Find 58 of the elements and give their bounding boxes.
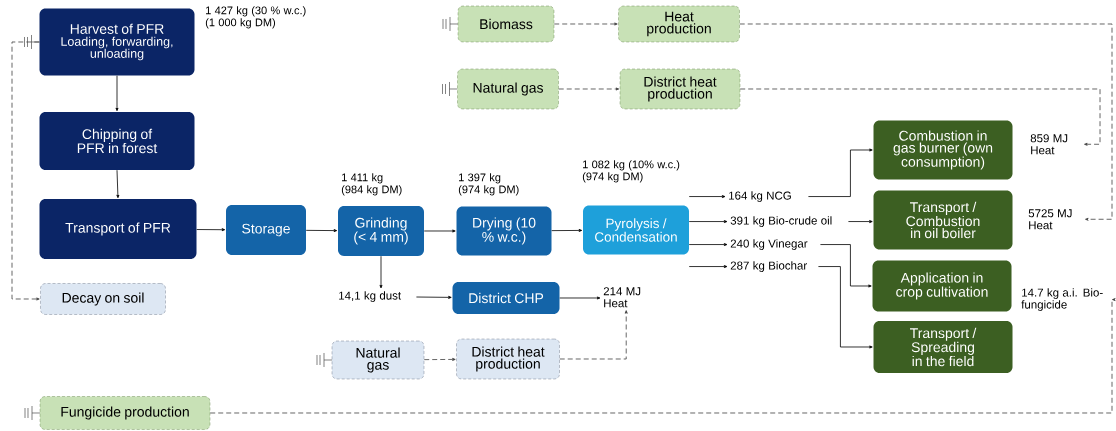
arrow [688, 243, 728, 247]
arrow [559, 296, 601, 300]
process-box: Biomass [457, 5, 555, 43]
flow-label: 5725 MJ Heat [1028, 209, 1072, 230]
process-box: Chipping of PFR in forest [39, 112, 195, 170]
arrow [115, 75, 119, 112]
arrow [116, 169, 120, 199]
process-box: Heat production [618, 5, 740, 43]
process-box: Natural gas [457, 68, 559, 110]
process-box: Harvest of PFR Loading, forwarding, unloading [39, 8, 195, 76]
arrow [423, 229, 456, 233]
arrow [808, 148, 873, 197]
arrow [820, 244, 872, 288]
arrow [379, 255, 383, 289]
process-box: Grinding (< 4 mm) [338, 206, 424, 256]
process-box: Pyrolysis / Condensation [583, 205, 689, 255]
flow-label: 214 MJ Heat [603, 287, 641, 308]
flow-label: 240 kg Vinegar [730, 239, 808, 250]
process-box: District CHP [452, 282, 560, 314]
arrow [739, 88, 1101, 146]
arrow [818, 266, 873, 349]
arrow [688, 265, 728, 269]
process-box: Decay on soil [40, 283, 166, 315]
flow-label: 287 kg Biochar [730, 261, 807, 272]
arrow [209, 298, 1116, 414]
arrow [558, 87, 620, 91]
process-box: Transport of PFR [39, 199, 197, 259]
process-box: Fungicide production [39, 396, 211, 430]
mass-label: 1 411 kg (984 kg DM) [341, 173, 402, 196]
process-box: Application in crop cultivation [872, 260, 1012, 312]
arrow [305, 229, 338, 233]
mass-label: 1 082 kg (10% w.c.) (974 kg DM) [582, 160, 680, 183]
process-box: District heat production [456, 338, 560, 380]
arrow [739, 23, 1113, 221]
mass-label: 1 397 kg (974 kg DM) [458, 173, 519, 196]
arrow [416, 295, 452, 299]
process-box: Transport / Spreading in the field [873, 321, 1013, 373]
arrow [423, 357, 456, 361]
mass-label: 1 427 kg (30 % w.c.) (1 000 kg DM) [205, 6, 306, 29]
process-box: Storage [226, 205, 306, 255]
arrow [553, 22, 618, 26]
flow-label: 14.7 kg a.i. Bio-fungicide [1021, 288, 1103, 311]
arrow [688, 220, 728, 224]
process-box: Drying (10 % w.c.) [456, 206, 552, 256]
process-box: Transport / Combustion in oil boiler [873, 190, 1013, 250]
process-box: Combustion in gas burner (own consumption) [873, 120, 1013, 180]
flow-label: 391 kg Bio-crude oil [730, 216, 832, 227]
flow-label: 859 MJ Heat [1030, 134, 1068, 155]
arrow [559, 310, 628, 360]
process-box: District heat production [619, 68, 741, 110]
arrow [196, 228, 226, 232]
process-box: Natural gas [331, 340, 425, 380]
arrow [688, 195, 726, 199]
flow-label: 14,1 kg dust [339, 291, 402, 302]
arrow [11, 41, 40, 301]
arrow [848, 220, 873, 224]
flow-label: 164 kg NCG [729, 191, 791, 202]
arrow [551, 228, 583, 232]
